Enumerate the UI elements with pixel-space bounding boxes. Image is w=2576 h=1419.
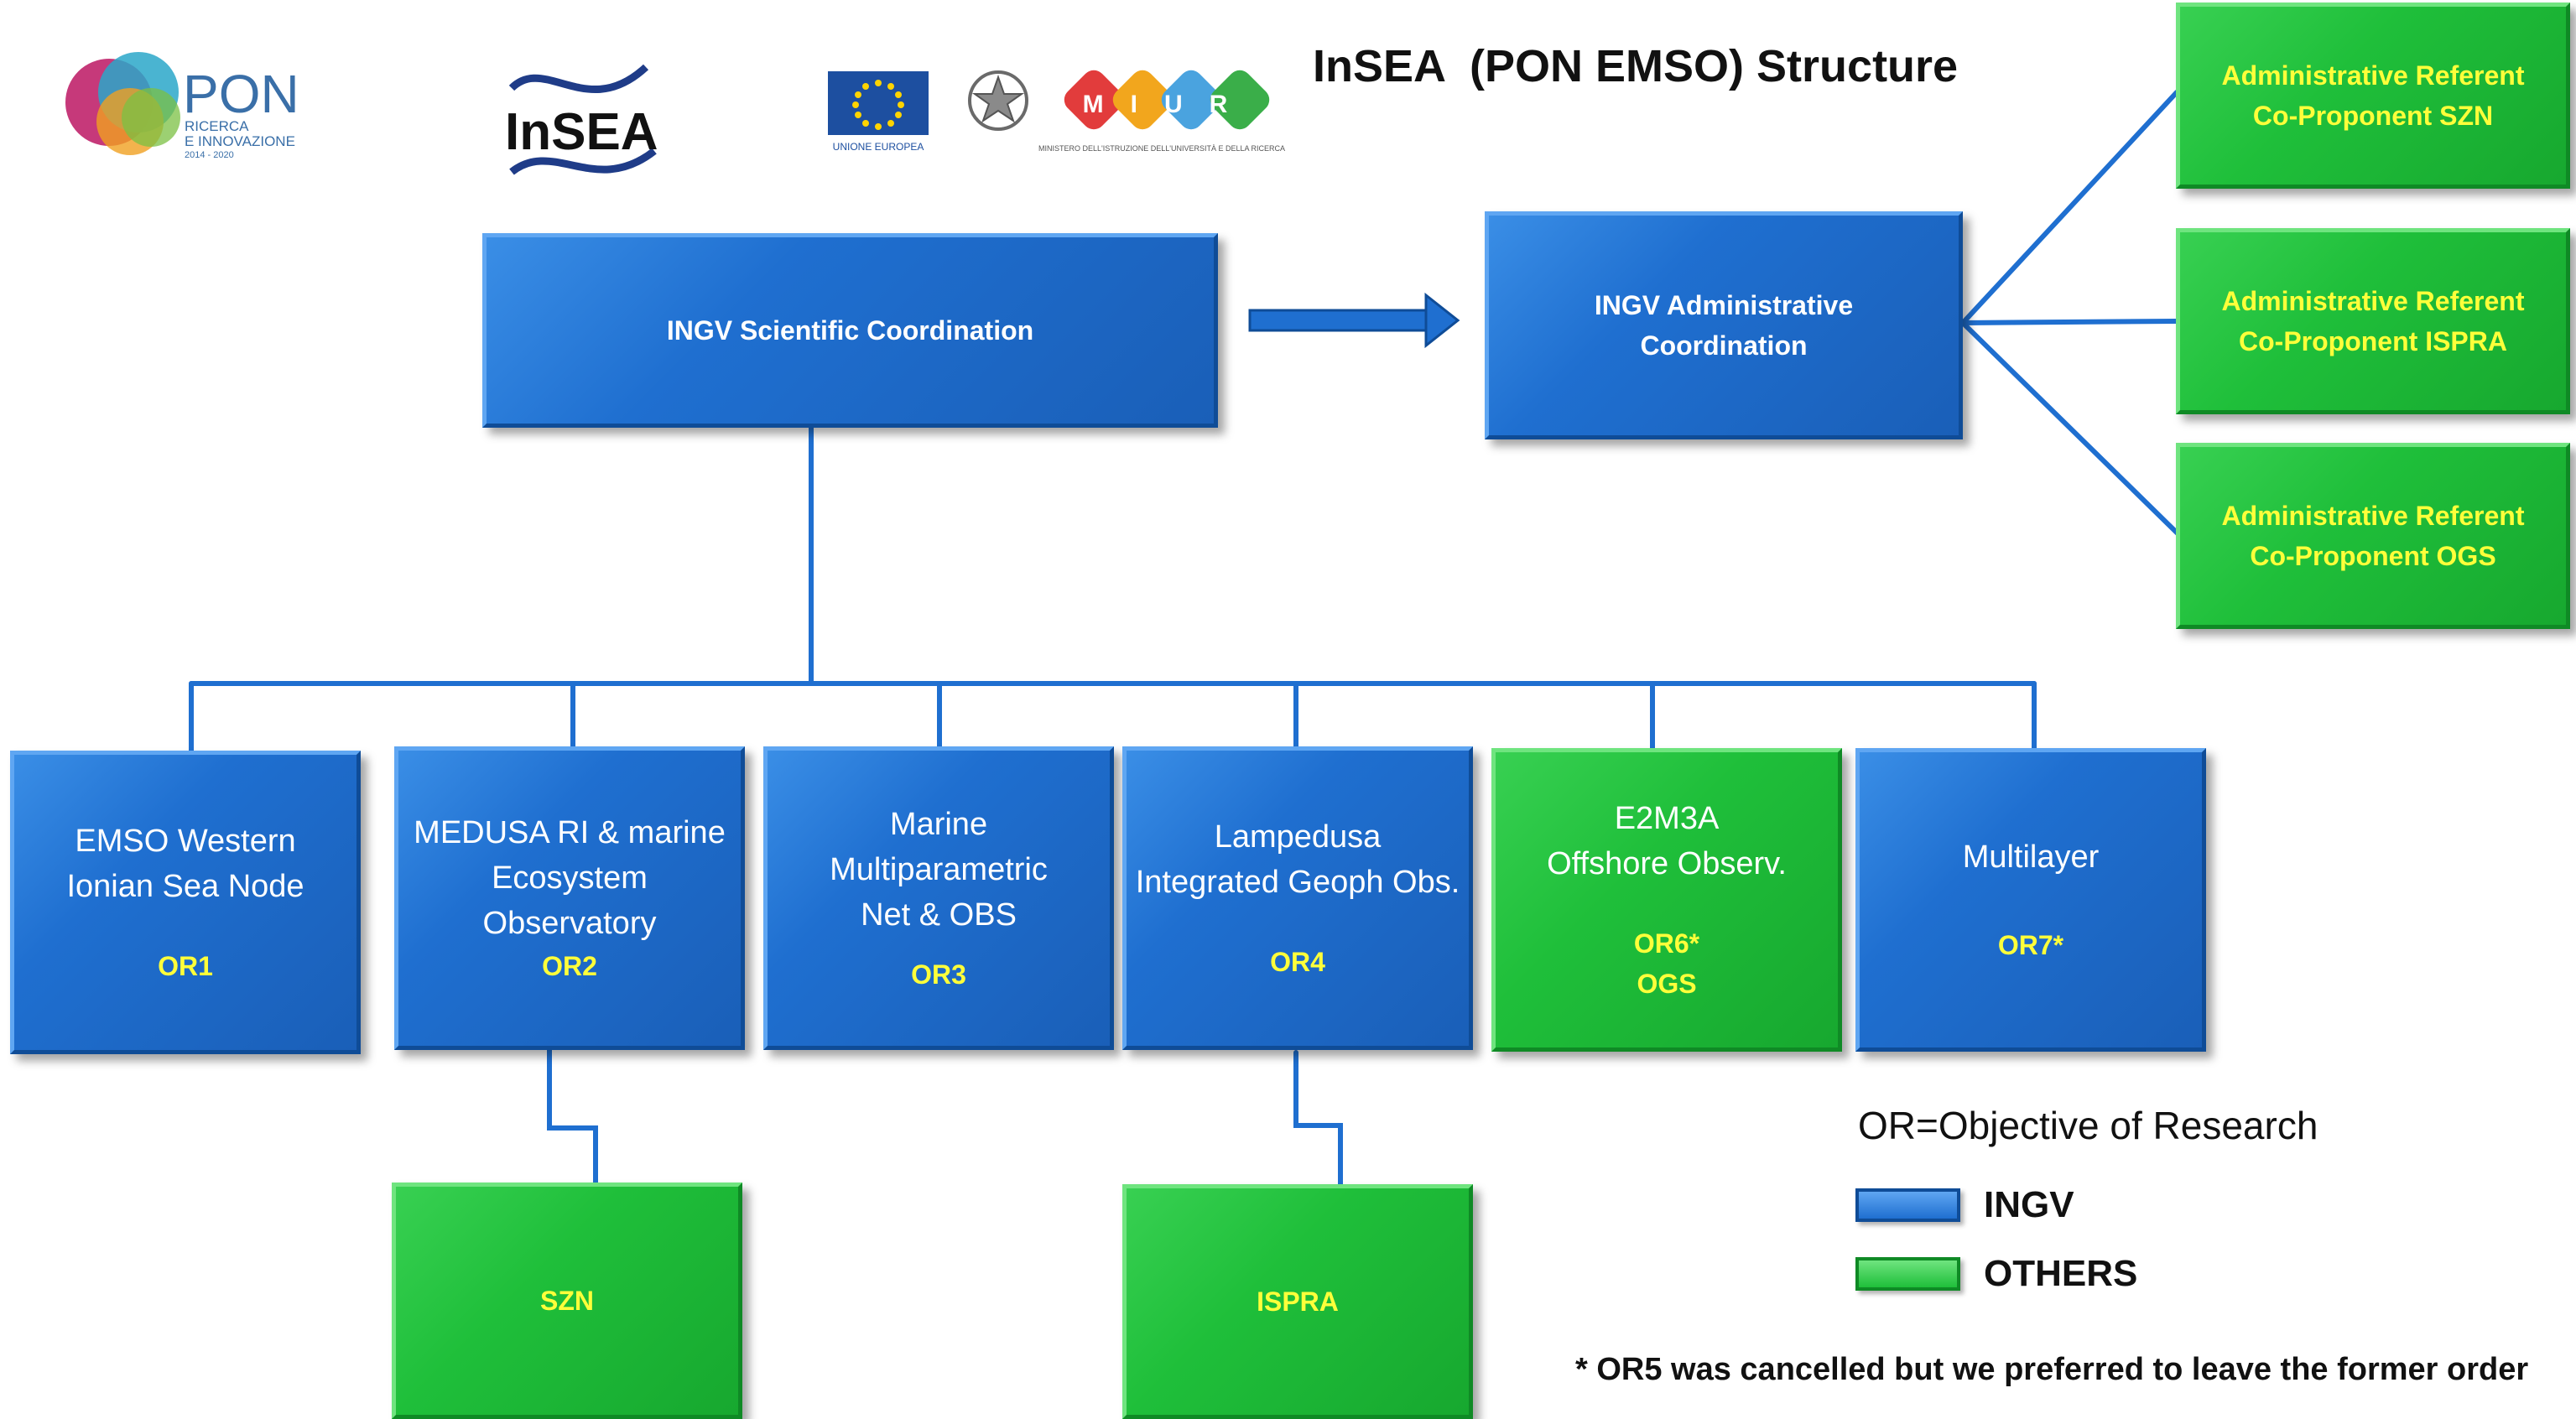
referent-ispra-line-2: Co-Proponent ISPRA (2239, 326, 2507, 356)
scientific-coordination-label: INGV Scientific Coordination (666, 315, 1034, 346)
partner-box-ispra: ISPRA (1122, 1184, 1473, 1419)
objective-box-or6: E2M3A Offshore Observ. OR6* OGS (1491, 748, 1842, 1052)
footnote: * OR5 was cancelled but we preferred to … (1575, 1352, 2529, 1387)
referent-ispra-line-1: Administrative Referent (2221, 286, 2525, 316)
arrow-right-icon (1248, 292, 1460, 349)
italy-star-emblem-icon (968, 70, 1028, 131)
partner-szn-label: SZN (540, 1286, 594, 1316)
eu-caption: UNIONE EUROPEA (833, 141, 924, 153)
legend-label-ingv: INGV (1984, 1184, 2074, 1225)
objective-box-or4: Lampedusa Integrated Geoph Obs. OR4 (1122, 746, 1473, 1050)
page-title: InSEA (PON EMSO) Structure (1313, 41, 1959, 91)
objective-or1-line-1: EMSO Western (75, 824, 296, 859)
referent-box-ogs: Administrative Referent Co-Proponent OGS (2176, 443, 2570, 629)
pon-title: PON (183, 64, 299, 124)
partner-ispra-label: ISPRA (1257, 1286, 1339, 1317)
referent-link-1 (1960, 90, 2179, 325)
miur-letters: MIUR (1083, 91, 1255, 118)
referent-link-3 (1960, 320, 2182, 538)
objective-or2-line-2: Ecosystem (492, 860, 648, 896)
objective-or3-line-2: Multiparametric (830, 852, 1048, 887)
legend-swatch-others (1855, 1257, 1960, 1291)
objective-or2-line-3: Observatory (482, 906, 657, 941)
objective-or2-line-1: MEDUSA RI & marine (414, 815, 726, 850)
pon-logo-icon: PON RICERCA E INNOVAZIONE 2014 - 2020 (65, 52, 299, 160)
administrative-coordination-line-2: Coordination (1640, 330, 1808, 361)
referent-ogs-line-2: Co-Proponent OGS (2250, 541, 2496, 571)
objective-or3-line-3: Net & OBS (861, 897, 1017, 933)
objective-or1-line-2: Ionian Sea Node (66, 869, 304, 904)
objective-box-or7: Multilayer OR7* (1855, 748, 2206, 1052)
eu-flag-icon: UNIONE EUROPEA (828, 71, 929, 153)
objective-box-or2: MEDUSA RI & marine Ecosystem Observatory… (394, 746, 745, 1050)
administrative-coordination-line-1: INGV Administrative (1594, 290, 1854, 320)
legend-definition: OR=Objective of Research (1858, 1104, 2318, 1147)
scientific-coordination-box: INGV Scientific Coordination (482, 233, 1218, 428)
objective-or2-code: OR2 (542, 951, 597, 981)
pon-logo: PON RICERCA E INNOVAZIONE 2014 - 2020 (50, 42, 327, 160)
objective-or3-line-1: Marine (889, 807, 988, 842)
referent-box-szn: Administrative Referent Co-Proponent SZN (2176, 3, 2570, 189)
objective-or1-code: OR1 (158, 951, 213, 981)
referent-szn-line-2: Co-Proponent SZN (2252, 101, 2494, 131)
miur-logo: MIUR MINISTERO DELL'ISTRUZIONE DELL'UNIV… (969, 67, 1288, 159)
objective-or7-line-1: Multilayer (1962, 839, 2100, 875)
miur-caption: MINISTERO DELL'ISTRUZIONE DELL'UNIVERSIT… (1038, 144, 1285, 153)
italy-emblem (965, 67, 1032, 134)
insea-logo: InSEA (495, 50, 679, 185)
pon-subtitle-2: E INNOVAZIONE (185, 133, 295, 149)
pon-years: 2014 - 2020 (185, 150, 234, 159)
objective-or4-line-2: Integrated Geoph Obs. (1135, 865, 1460, 900)
insea-wave-icon: InSEA (505, 64, 658, 175)
objective-or3-code: OR3 (911, 959, 966, 990)
objective-box-or1: EMSO Western Ionian Sea Node OR1 (10, 751, 361, 1054)
insea-text: InSEA (505, 103, 658, 161)
referent-ogs-line-1: Administrative Referent (2221, 501, 2525, 531)
objective-box-or3: Marine Multiparametric Net & OBS OR3 (763, 746, 1114, 1050)
eu-logo: UNIONE EUROPEA (826, 71, 935, 155)
referent-szn-line-1: Administrative Referent (2221, 60, 2525, 91)
objective-or6-code: OR6* (1633, 928, 1700, 959)
objective-or7-code: OR7* (1997, 930, 2064, 960)
objective-or4-code: OR4 (1270, 947, 1325, 977)
miur-blocks-icon: MIUR MINISTERO DELL'ISTRUZIONE DELL'UNIV… (1038, 70, 1285, 153)
administrative-coordination-box: INGV Administrative Coordination (1485, 211, 1963, 439)
partner-box-szn: SZN (392, 1182, 742, 1419)
referent-link-2 (1960, 319, 2179, 325)
pon-subtitle-1: RICERCA (185, 118, 249, 134)
objective-or4-line-1: Lampedusa (1214, 819, 1382, 855)
objective-or6-line-2: Offshore Observ. (1547, 846, 1787, 881)
objective-or6-org: OGS (1637, 969, 1697, 999)
referent-box-ispra: Administrative Referent Co-Proponent ISP… (2176, 228, 2570, 414)
legend-label-others: OTHERS (1984, 1253, 2138, 1294)
objective-or6-line-1: E2M3A (1614, 801, 1720, 836)
legend-swatch-ingv (1855, 1188, 1960, 1222)
